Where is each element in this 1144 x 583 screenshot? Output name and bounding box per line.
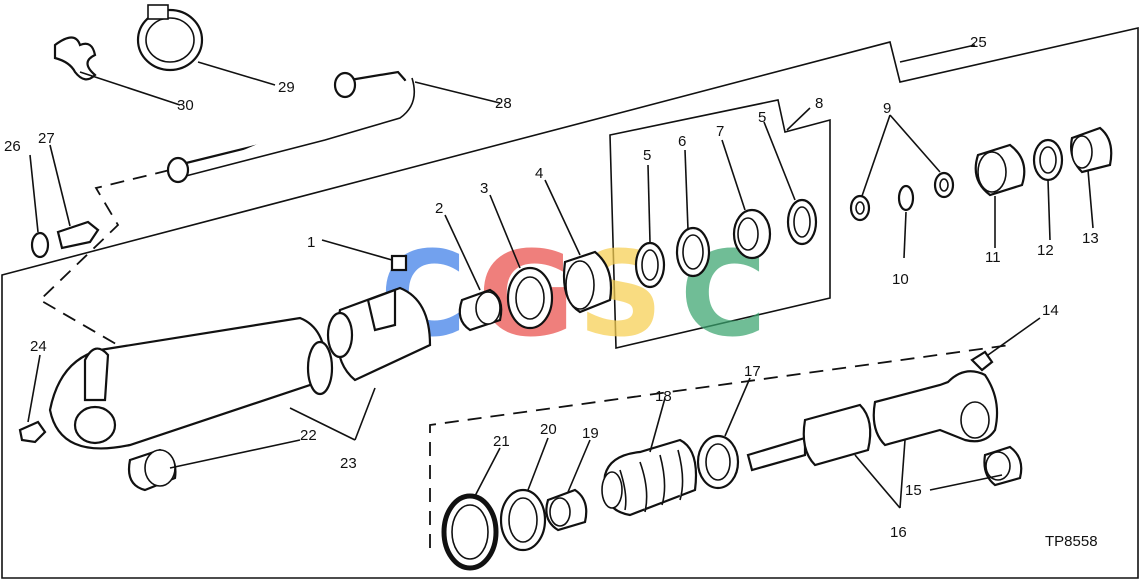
rod-group-bracket — [429, 344, 1011, 548]
part-17-seal — [696, 434, 740, 490]
part-1-plug — [390, 254, 408, 272]
callout-27: 27 — [38, 130, 55, 147]
callout-10: 10 — [892, 271, 909, 288]
part-6-ring — [675, 226, 711, 278]
part-3-ring — [506, 266, 554, 330]
figure-code: TP8558 — [1045, 533, 1098, 550]
fitting-dashed-leader — [38, 169, 171, 356]
leader-lines — [27, 44, 1094, 509]
part-12-ring — [1032, 138, 1064, 182]
part-15-bushing — [983, 445, 1023, 487]
callout-8: 8 — [815, 95, 823, 112]
callout-9: 9 — [883, 100, 891, 117]
callout-25: 25 — [970, 34, 987, 51]
callout-6: 6 — [678, 133, 686, 150]
part-26-washer — [30, 231, 50, 259]
part-2-nut — [458, 288, 503, 332]
part-16-rod — [746, 370, 999, 472]
callout-20: 20 — [540, 421, 557, 438]
part-13-bushing — [1070, 126, 1113, 174]
part-9-washer-b — [933, 171, 955, 199]
callout-12: 12 — [1037, 242, 1054, 259]
callout-23: 23 — [340, 455, 357, 472]
callout-2: 2 — [435, 200, 443, 217]
callout-24: 24 — [30, 338, 47, 355]
callout-15: 15 — [905, 482, 922, 499]
callout-3: 3 — [480, 180, 488, 197]
callout-5a: 5 — [643, 147, 651, 164]
callout-22: 22 — [300, 427, 317, 444]
part-9-washer-a — [849, 194, 871, 222]
part-5-seal-a — [634, 241, 666, 289]
part-29-clamp — [136, 4, 204, 72]
callout-26: 26 — [4, 138, 21, 155]
callout-29: 29 — [278, 79, 295, 96]
part-5-seal-b — [786, 198, 818, 246]
callout-21: 21 — [493, 433, 510, 450]
callout-labels: 1 2 3 4 5 5 6 7 8 9 10 11 12 13 14 15 16… — [4, 34, 1099, 541]
callout-1: 1 — [307, 234, 315, 251]
callout-14: 14 — [1042, 302, 1059, 319]
callout-13: 13 — [1082, 230, 1099, 247]
part-27-fitting — [56, 220, 100, 250]
callout-18: 18 — [655, 388, 672, 405]
callout-4: 4 — [535, 165, 543, 182]
part-24-fitting — [18, 420, 47, 444]
callout-30: 30 — [177, 97, 194, 114]
part-30-bracket — [53, 36, 97, 81]
callout-17: 17 — [744, 363, 761, 380]
part-10-oring — [897, 184, 915, 212]
callout-28: 28 — [495, 95, 512, 112]
part-22-barrel — [48, 316, 334, 450]
callout-7: 7 — [716, 123, 724, 140]
part-22-bushing — [127, 448, 177, 492]
part-20-ring — [499, 488, 547, 552]
part-18-boot — [601, 438, 698, 517]
part-28-hose — [166, 70, 416, 184]
part-21-seal — [441, 493, 499, 571]
callout-11: 11 — [985, 249, 1001, 266]
part-7-wiper — [732, 208, 772, 260]
part-11-bushing — [974, 143, 1026, 197]
callout-16: 16 — [890, 524, 907, 541]
callout-5b: 5 — [758, 109, 766, 126]
part-14-fitting — [970, 350, 994, 372]
part-23-head — [326, 286, 432, 382]
callout-19: 19 — [582, 425, 599, 442]
seal-kit-box — [609, 99, 831, 350]
part-4-piston — [562, 250, 613, 314]
assembly-outline — [1, 26, 1139, 579]
part-19-bushing — [545, 488, 588, 532]
